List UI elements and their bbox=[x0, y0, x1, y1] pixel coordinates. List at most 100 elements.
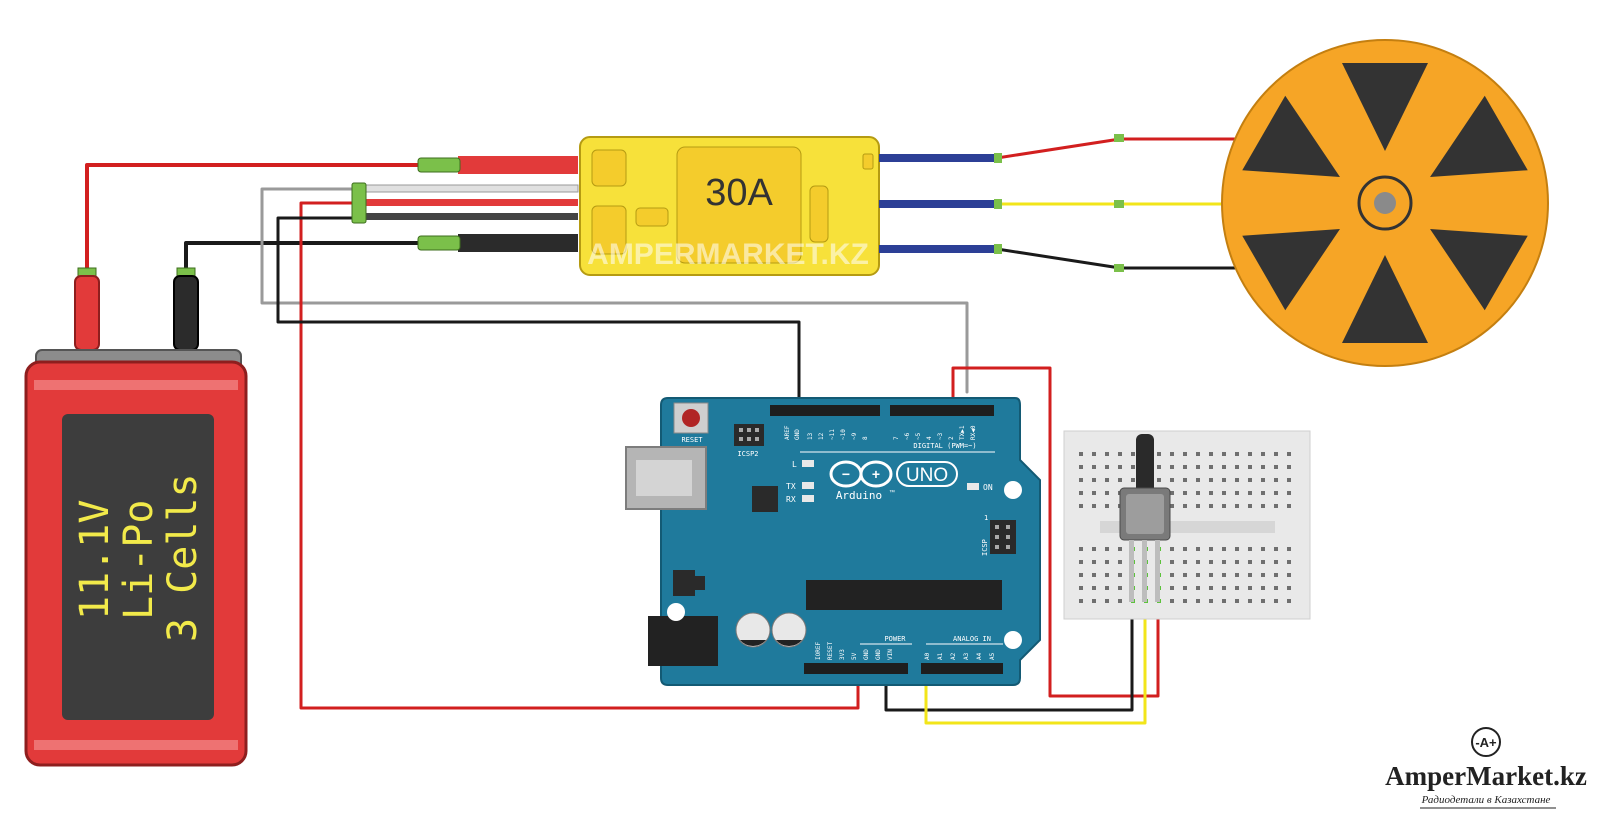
uno-badge bbox=[896, 461, 958, 487]
motor-lead-tip-a bbox=[1114, 134, 1124, 142]
pot-shaft[interactable] bbox=[1136, 434, 1154, 494]
regulator-tab bbox=[695, 576, 705, 590]
breadboard-hole bbox=[1183, 465, 1187, 469]
esc-output-tip-b bbox=[994, 199, 1002, 209]
wire-esc-signal bbox=[260, 187, 969, 394]
breadboard-hole bbox=[1209, 573, 1213, 577]
breadboard-hole bbox=[1170, 491, 1174, 495]
breadboard-hole bbox=[1079, 452, 1083, 456]
arduino-tm: ™ bbox=[889, 489, 895, 496]
esc-bec-red-lead bbox=[365, 199, 578, 206]
led-l bbox=[802, 460, 814, 467]
brushless-motor bbox=[1221, 39, 1549, 367]
esc-pad-1 bbox=[591, 149, 627, 187]
esc: 30A AMPERMARKET.KZ bbox=[351, 134, 1124, 276]
breadboard-hole bbox=[1105, 560, 1109, 564]
breadboard-hole bbox=[1287, 504, 1291, 508]
arduino-brand: Arduino bbox=[836, 489, 882, 502]
breadboard-hole bbox=[1092, 504, 1096, 508]
power-jack bbox=[648, 616, 718, 666]
breadboard-hole bbox=[1274, 452, 1278, 456]
analog-pin-label: A5 bbox=[989, 652, 996, 660]
breadboard-hole bbox=[1235, 547, 1239, 551]
breadboard-hole bbox=[1183, 491, 1187, 495]
breadboard-hole bbox=[1261, 478, 1265, 482]
arduino-infinity-logo bbox=[829, 460, 893, 488]
breadboard-hole bbox=[1222, 547, 1226, 551]
motor-lead-tip-c bbox=[1114, 264, 1124, 272]
wire-pot-vcc bbox=[951, 366, 1160, 698]
analog-pin-label: A0 bbox=[924, 652, 931, 660]
esc-output-tip-c bbox=[994, 244, 1002, 254]
digital-pin-label: ~10 bbox=[840, 429, 847, 440]
aref-label: AREF bbox=[784, 425, 791, 440]
breadboard-hole bbox=[1105, 586, 1109, 590]
breadboard-hole bbox=[1170, 452, 1174, 456]
analog-pin-label: A4 bbox=[976, 652, 983, 660]
breadboard-hole bbox=[1209, 465, 1213, 469]
potentiometer[interactable] bbox=[1119, 434, 1171, 602]
gnd-top-label: GND bbox=[794, 429, 801, 440]
breadboard-hole bbox=[1196, 586, 1200, 590]
led-tx-label: TX bbox=[786, 482, 796, 491]
breadboard-hole bbox=[1248, 573, 1252, 577]
breadboard-hole bbox=[1222, 504, 1226, 508]
breadboard-hole bbox=[1222, 586, 1226, 590]
breadboard-hole bbox=[1118, 599, 1122, 603]
power-pin-label: GND bbox=[863, 649, 870, 660]
wire-pot-gnd bbox=[884, 598, 1134, 712]
breadboard-hole bbox=[1157, 465, 1161, 469]
breadboard-hole bbox=[1105, 452, 1109, 456]
digital-pin-label: 7 bbox=[893, 436, 900, 440]
breadboard-hole bbox=[1287, 599, 1291, 603]
battery-positive-terminal bbox=[74, 275, 100, 351]
breadboard-hole bbox=[1222, 573, 1226, 577]
icsp-header bbox=[990, 520, 1016, 554]
power-pin-label: GND bbox=[875, 649, 882, 660]
breadboard-hole bbox=[1209, 586, 1213, 590]
breadboard-hole bbox=[1261, 560, 1265, 564]
wire-pot-wiper bbox=[924, 598, 1147, 725]
esc-input-red-lead bbox=[458, 156, 578, 174]
breadboard-hole bbox=[1118, 560, 1122, 564]
breadboard-hole bbox=[1248, 504, 1252, 508]
breadboard-hole bbox=[1274, 547, 1278, 551]
breadboard-hole bbox=[1092, 547, 1096, 551]
breadboard-hole bbox=[1209, 491, 1213, 495]
breadboard-hole bbox=[1183, 586, 1187, 590]
breadboard-hole bbox=[1183, 504, 1187, 508]
breadboard-hole bbox=[1079, 560, 1083, 564]
power-pin-label: 3V3 bbox=[839, 649, 846, 660]
motor-shaft bbox=[1374, 192, 1396, 214]
regulator bbox=[673, 570, 695, 596]
breadboard-hole bbox=[1235, 504, 1239, 508]
breadboard-hole bbox=[1248, 491, 1252, 495]
breadboard-hole bbox=[1183, 452, 1187, 456]
logo-emblem-circle bbox=[1471, 727, 1501, 757]
breadboard-hole bbox=[1183, 599, 1187, 603]
breadboard-hole bbox=[1274, 599, 1278, 603]
led-on bbox=[967, 483, 979, 490]
breadboard-hole bbox=[1222, 465, 1226, 469]
reset-button-cap[interactable] bbox=[682, 409, 700, 427]
breadboard-hole bbox=[1118, 547, 1122, 551]
led-rx bbox=[802, 495, 814, 502]
motor-blade bbox=[1342, 63, 1428, 151]
analog-pin-label: A1 bbox=[937, 652, 944, 660]
battery-stripe-bottom bbox=[34, 740, 238, 750]
breadboard-hole bbox=[1274, 586, 1278, 590]
digital-pin-label: 4 bbox=[926, 436, 933, 440]
breadboard-hole bbox=[1092, 465, 1096, 469]
esc-pad-4 bbox=[809, 185, 829, 243]
breadboard-hole bbox=[1092, 573, 1096, 577]
breadboard-hole bbox=[1235, 491, 1239, 495]
led-on-label: ON bbox=[983, 483, 993, 492]
breadboard-hole bbox=[1092, 586, 1096, 590]
breadboard-hole bbox=[1248, 599, 1252, 603]
battery-voltage-text: 11.1V bbox=[72, 500, 118, 620]
pot-body-face bbox=[1126, 494, 1164, 534]
breadboard-hole bbox=[1196, 465, 1200, 469]
breadboard-hole bbox=[1274, 465, 1278, 469]
